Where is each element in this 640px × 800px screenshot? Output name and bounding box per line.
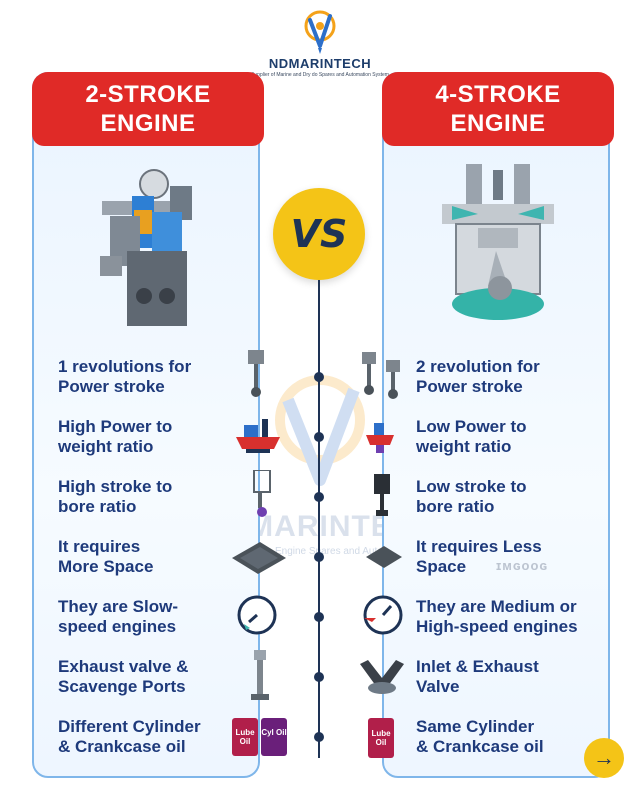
two-stroke-row-5: They are Slow-speed engines	[58, 597, 178, 636]
next-arrow-button[interactable]: →	[584, 738, 624, 778]
timeline-dot	[314, 732, 324, 742]
two-stroke-title-line1: 2-STROKE	[85, 81, 211, 108]
two-stroke-row-6: Exhaust valve &Scavenge Ports	[58, 657, 189, 696]
timeline-line	[318, 280, 320, 758]
watermark-tagline: Supplier of Marine Engine Spares and Aut…	[191, 546, 449, 557]
lube-oil-can: Lube Oil	[368, 718, 394, 758]
speedometer-high-icon	[363, 595, 403, 635]
lube-oil-can: Lube Oil	[232, 718, 258, 756]
oil-cans-icon: Lube Oil Cyl Oil	[232, 718, 288, 758]
twin-piston-icon	[362, 352, 400, 399]
brand-header: NDMARINTECH Supplier of Marine and Dry d…	[0, 0, 640, 80]
four-stroke-engine-icon	[442, 164, 554, 320]
small-ship-icon	[366, 423, 394, 453]
floor-plate-icon	[232, 542, 286, 574]
timeline-dot	[314, 552, 324, 562]
two-stroke-engine-icon	[100, 169, 192, 326]
exhaust-valve-icon	[251, 650, 269, 700]
timeline-dot	[314, 672, 324, 682]
four-stroke-row-7: Same Cylinder& Crankcase oil	[416, 717, 544, 756]
four-stroke-title-line1: 4-STROKE	[435, 81, 561, 108]
cyl-oil-can: Cyl Oil	[261, 718, 287, 756]
crank-piston-icon	[253, 470, 271, 517]
ship-icon	[236, 419, 280, 453]
speedometer-low-icon	[237, 595, 277, 635]
v-engine-icon	[360, 660, 404, 694]
four-stroke-title-line2: ENGINE	[450, 110, 546, 137]
timeline-dot	[314, 492, 324, 502]
overlay-text: ɪᴍɢᴏᴏɢ	[496, 558, 549, 573]
brand-tagline: Supplier of Marine and Dry do Spares and…	[251, 72, 389, 78]
four-stroke-panel: 4-STROKE ENGINE	[382, 72, 614, 778]
small-plate-icon	[366, 546, 402, 568]
piston-rod-icon	[248, 350, 264, 397]
two-stroke-title-line2: ENGINE	[100, 110, 196, 137]
timeline-dot	[314, 372, 324, 382]
vs-badge: VS	[273, 188, 365, 280]
short-piston-icon	[374, 474, 390, 516]
brand-logo-icon	[304, 10, 336, 54]
two-stroke-panel: 2-STROKE ENGINE	[32, 72, 264, 778]
timeline-dot	[314, 612, 324, 622]
two-stroke-header: 2-STROKE ENGINE	[32, 72, 264, 146]
brand-name: NDMARINTECH	[268, 56, 372, 71]
four-stroke-header: 4-STROKE ENGINE	[382, 72, 614, 146]
timeline-dot	[314, 432, 324, 442]
two-stroke-row-7: Different Cylinder& Crankcase oil	[58, 717, 201, 756]
